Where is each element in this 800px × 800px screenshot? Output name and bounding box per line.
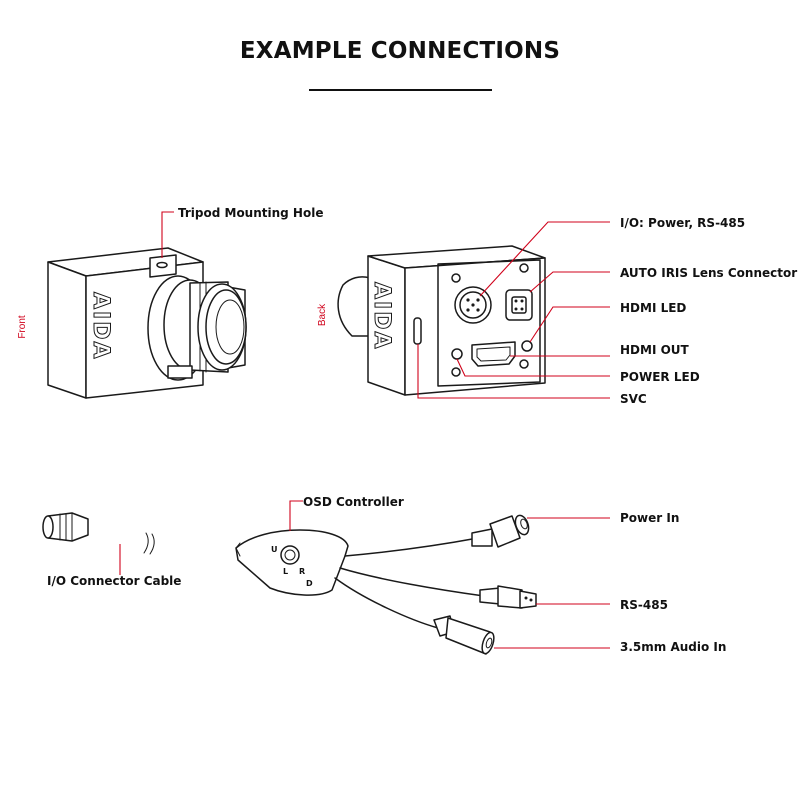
front-view-label: Front	[17, 315, 28, 339]
leader-hdmi-led	[529, 306, 610, 343]
osd-key-l: L	[283, 567, 288, 576]
leader-power-led	[456, 358, 610, 377]
osd-key-u: U	[271, 545, 278, 554]
back-camera: AIDA	[337, 245, 546, 396]
front-brand-logo: AIDA	[88, 292, 113, 361]
power-in-plug	[471, 514, 530, 548]
osd-joystick-button	[280, 545, 300, 565]
tripod-hole-icon	[156, 261, 168, 269]
label-auto-iris: AUTO IRIS Lens Connector	[620, 266, 797, 280]
label-io-power: I/O: Power, RS-485	[620, 216, 745, 230]
label-io-connector-cable: I/O Connector Cable	[47, 574, 181, 588]
label-tripod-mounting-hole: Tripod Mounting Hole	[178, 206, 323, 220]
leader-auto-iris	[529, 271, 610, 293]
rs485-plug	[479, 585, 537, 609]
title-underline	[309, 89, 492, 91]
branch-cables	[334, 537, 485, 629]
label-rs485: RS-485	[620, 598, 668, 612]
osd-key-d: D	[306, 579, 313, 588]
power-led	[451, 348, 463, 360]
front-camera: AIDA	[47, 247, 247, 399]
leader-osd	[289, 500, 303, 531]
leader-svc	[417, 344, 610, 399]
hdmi-led	[521, 340, 533, 352]
label-hdmi-out: HDMI OUT	[620, 343, 690, 357]
svc-slot	[413, 317, 422, 345]
label-power-led: POWER LED	[620, 370, 700, 384]
back-brand-logo: AIDA	[369, 282, 394, 351]
osd-controller: U L R D	[235, 529, 349, 596]
label-hdmi-led: HDMI LED	[620, 301, 686, 315]
leader-io-power	[479, 221, 610, 297]
label-svc: SVC	[620, 392, 647, 406]
audio-in-plug	[433, 615, 495, 655]
label-audio-in: 3.5mm Audio In	[620, 640, 726, 654]
page-title: EXAMPLE CONNECTIONS	[239, 38, 561, 64]
label-power-in: Power In	[620, 511, 679, 525]
osd-key-r: R	[299, 567, 305, 576]
back-view-label: Back	[317, 303, 328, 326]
label-osd-controller: OSD Controller	[303, 495, 404, 509]
io-connector-cable	[42, 512, 241, 555]
leader-tripod	[161, 211, 174, 258]
hdmi-out-port	[471, 341, 516, 367]
